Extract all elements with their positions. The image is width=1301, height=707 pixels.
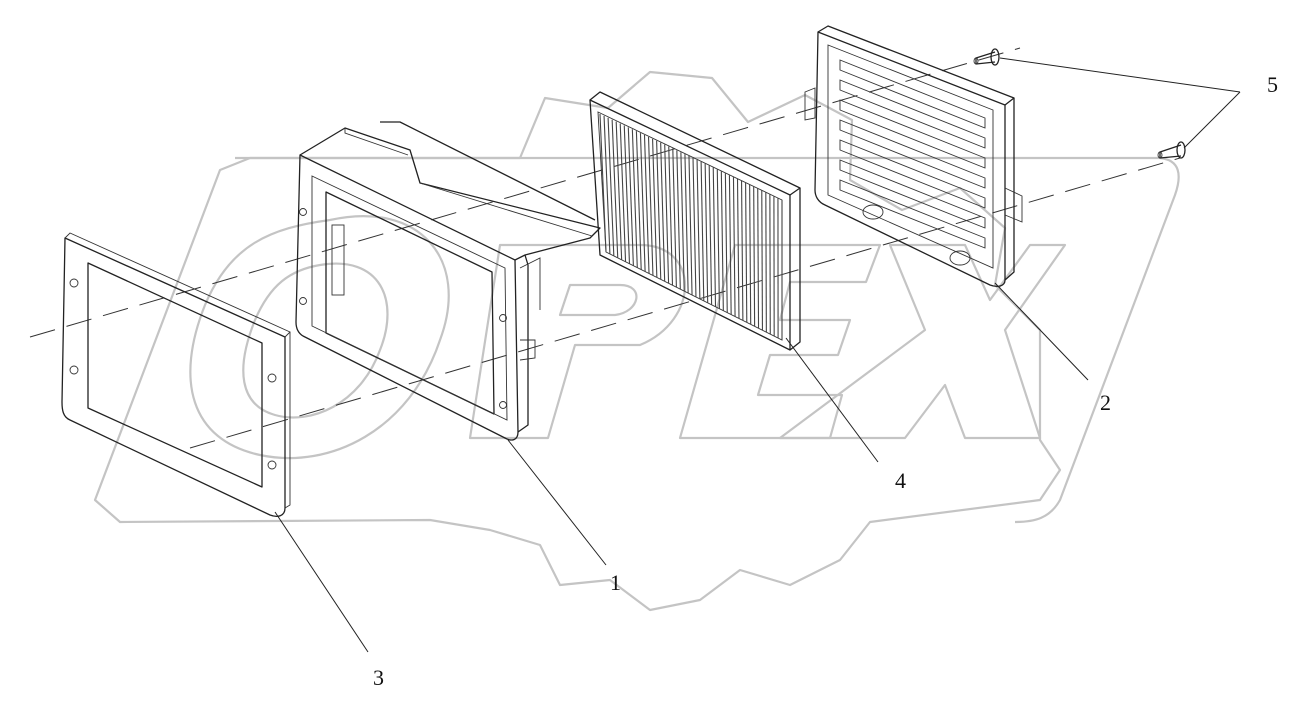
screw-lower <box>1157 141 1186 159</box>
filter-pleat-line <box>749 184 752 325</box>
screw-upper <box>973 48 1000 66</box>
filter-pleat-line <box>716 169 720 309</box>
filter-pleat-line <box>635 131 642 270</box>
grille-slat <box>839 99 986 169</box>
filter-pleat-line <box>757 188 760 329</box>
leader-part-2 <box>994 282 1089 381</box>
filter-pleat-line <box>720 171 724 311</box>
filter-pleat-line <box>627 127 634 266</box>
grille-slats <box>839 59 986 249</box>
callout-part-1: 1 <box>610 570 621 595</box>
filter-pleat-line <box>736 178 740 319</box>
filter-pleat-line <box>745 182 748 323</box>
filter-pleat-line <box>761 190 763 331</box>
filter-pleat-line <box>704 163 709 303</box>
filter-pleat-line <box>700 161 705 301</box>
filter-pleat-line <box>619 123 627 262</box>
axis-lower <box>189 157 1181 449</box>
leader-part-3 <box>274 511 369 653</box>
watermark-letter-o <box>189 215 450 460</box>
filter-pleat-line <box>708 165 713 305</box>
filter-pleat-line <box>684 154 689 294</box>
leader-lines <box>274 57 1241 653</box>
filter-pleat-line <box>688 156 693 296</box>
filter-pleat-line <box>765 192 767 333</box>
filter-pleat-line <box>623 125 631 264</box>
filter-pleat-line <box>696 159 701 299</box>
filter-pleat-line <box>599 113 607 253</box>
screws-part-5 <box>973 48 1186 159</box>
filter-pleat-line <box>639 133 646 272</box>
grille-slat <box>839 139 986 209</box>
filter-pleat-line <box>724 173 728 313</box>
grille-slat <box>839 59 986 129</box>
callout-part-3: 3 <box>373 665 384 690</box>
grille-slat <box>839 179 986 249</box>
filter-pleat-line <box>631 129 638 268</box>
grille-slat <box>839 159 986 229</box>
watermark-gear-outline <box>93 70 1062 612</box>
gasket-part-3 <box>61 232 291 517</box>
filter-pleat-line <box>652 138 658 278</box>
filter-pleat-line <box>647 136 654 276</box>
filter-element-part-4 <box>589 91 801 351</box>
leader-part-1 <box>507 439 607 566</box>
leader-part-5a <box>999 57 1241 93</box>
watermark-letter-e <box>678 243 882 440</box>
filter-pleat-line <box>660 142 666 282</box>
leader-part-5b <box>1183 91 1241 149</box>
filter-pleat-line <box>753 186 756 327</box>
grille-cover-part-2 <box>804 25 1023 287</box>
filter-pleat-line <box>672 148 677 288</box>
housing-part-1 <box>295 121 601 441</box>
filter-pleat-line <box>611 119 619 258</box>
watermark-frame <box>235 156 1180 524</box>
filter-pleat-line <box>664 144 670 284</box>
leader-part-4 <box>785 337 879 463</box>
filter-pleat-line <box>732 177 736 317</box>
filter-pleat-line <box>741 180 744 321</box>
filter-pleat-line <box>676 150 681 290</box>
filter-pleat-line <box>656 140 662 280</box>
callout-part-2: 2 <box>1100 390 1111 415</box>
filter-pleat-line <box>668 146 674 286</box>
filter-pleat-line <box>607 117 615 256</box>
filter-pleat-line <box>680 152 685 292</box>
callout-part-4: 4 <box>895 468 906 493</box>
watermark-letter-p <box>468 243 686 440</box>
grille-slat <box>839 79 986 149</box>
filter-pleats <box>599 113 783 340</box>
callout-part-5: 5 <box>1267 72 1278 97</box>
filter-pleat-line <box>643 135 650 274</box>
watermark-letter-x <box>778 243 1067 440</box>
opex-watermark <box>93 70 1180 612</box>
filter-pleat-line <box>712 167 717 307</box>
grille-slat <box>839 119 986 189</box>
filter-pleat-line <box>603 115 611 254</box>
filter-pleat-line <box>692 157 697 297</box>
filter-pleat-line <box>728 175 732 315</box>
filter-pleat-line <box>615 121 623 260</box>
